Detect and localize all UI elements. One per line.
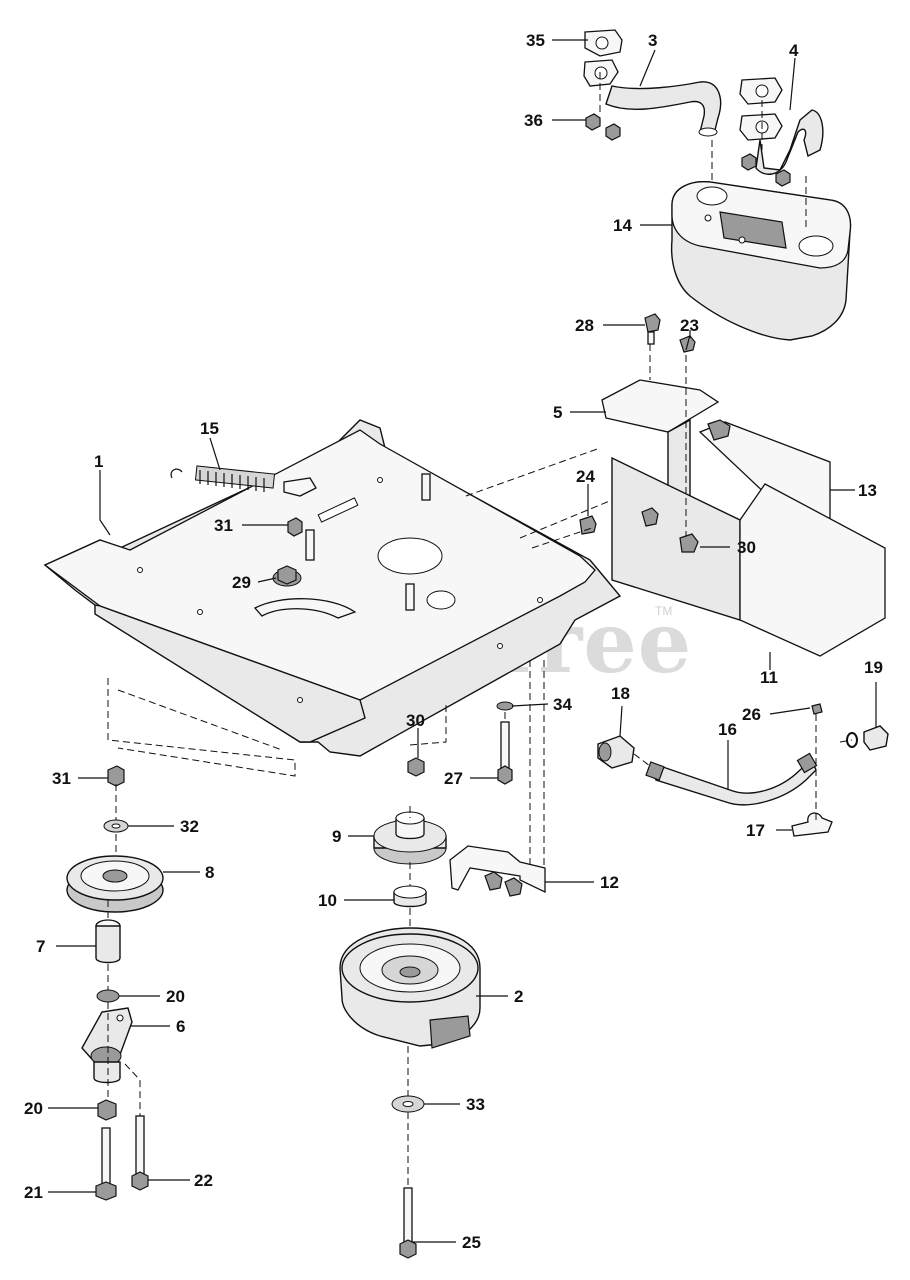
callout-24: 24 [576,467,595,486]
callout-34: 34 [553,695,572,714]
bolt-22 [131,1115,149,1191]
callout-18: 18 [611,684,630,703]
callout-26: 26 [742,705,761,724]
bushing-20a [96,989,120,1003]
hose-16 [645,752,818,806]
callout-12: 12 [600,873,619,892]
callout-31a: 31 [214,516,233,535]
callout-15: 15 [200,419,219,438]
watermark-trademark: TM [655,604,672,618]
callout-20a: 20 [166,987,185,1006]
bolt-25 [399,1187,417,1259]
callout-21: 21 [24,1183,43,1202]
callout-20b: 20 [24,1099,43,1118]
callout-19: 19 [864,658,883,677]
washer-33 [391,1095,425,1113]
callout-32: 32 [180,817,199,836]
callout-5: 5 [553,403,562,422]
callout-7: 7 [36,937,45,956]
idler-pulley-8 [66,855,164,913]
callout-14: 14 [613,216,632,235]
callout-1: 1 [94,452,103,471]
exhaust-pipe-4 [739,77,824,175]
fitting-18 [597,735,635,769]
callout-13: 13 [858,481,877,500]
callout-10: 10 [318,891,337,910]
callout-22: 22 [194,1171,213,1190]
spring-15 [170,465,317,497]
heat-shield-11 [611,456,886,657]
callout-2: 2 [514,987,523,1006]
nut-30b [407,757,425,777]
callout-25: 25 [462,1233,481,1252]
callout-16: 16 [718,720,737,739]
nut-31b [107,765,125,787]
callout-33: 33 [466,1095,485,1114]
callout-27: 27 [444,769,463,788]
callout-30a: 30 [737,538,756,557]
electric-clutch-2 [339,927,481,1049]
callout-3: 3 [648,31,657,50]
callout-6: 6 [176,1017,185,1036]
bushing-20b [97,1099,117,1121]
callout-17: 17 [746,821,765,840]
callout-9: 9 [332,827,341,846]
washer-34-bolt-27 [496,701,514,785]
clamp-17 [791,812,833,837]
callout-31b: 31 [52,769,71,788]
callout-29: 29 [232,573,251,592]
callout-8: 8 [205,863,214,882]
exhaust-gasket-35 [584,29,623,57]
fitting-19 [846,725,889,751]
callout-28: 28 [575,316,594,335]
spacer-7 [95,919,121,964]
callout-11: 11 [760,668,778,687]
fitting-26 [811,703,823,715]
callout-30b: 30 [406,711,425,730]
bushing-10 [393,885,427,908]
callout-35: 35 [526,31,545,50]
idler-arm-6 [81,1007,133,1084]
bolt-21 [95,1127,117,1201]
deck-plate-1 [43,419,622,757]
callout-23: 23 [680,316,699,335]
nut-31-and-29 [272,517,303,587]
exhaust-pipe-3 [583,59,722,137]
shield-fasteners [579,313,731,553]
callout-4: 4 [789,41,799,60]
callout-36: 36 [524,111,543,130]
nuts-36 [585,113,791,187]
washer-32 [103,819,129,833]
pulley-9 [373,811,447,865]
bracket-12 [449,845,546,897]
